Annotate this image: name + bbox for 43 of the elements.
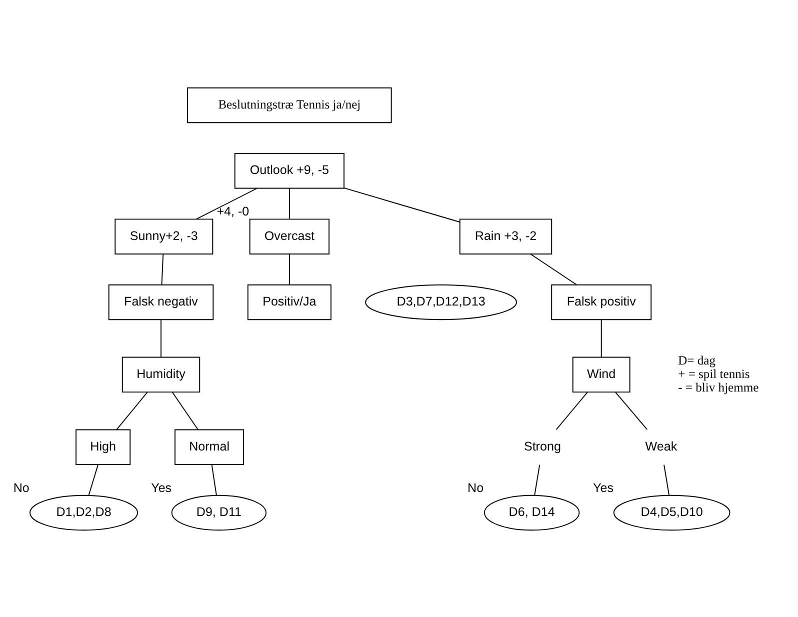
node-label: +4, -0 (216, 204, 250, 218)
node-box: Positiv/Ja (247, 284, 332, 320)
connector (600, 318, 602, 358)
node-box: Beslutningstræ Tennis ja/nej (187, 86, 392, 123)
node-text: Weak (645, 438, 678, 453)
node-label: No (13, 480, 30, 494)
node-box: Falsk positiv (551, 284, 652, 320)
label: - = bliv hjemme (678, 380, 759, 394)
label: D= dag (678, 352, 716, 367)
node-ellipse: D9, D11 (171, 494, 267, 530)
node-box: Rain +3, -2 (459, 218, 552, 254)
node-box: Outlook +9, -5 (234, 152, 344, 188)
connector (160, 318, 162, 358)
connector (615, 391, 648, 430)
connector (116, 391, 148, 430)
node-ellipse: D6, D14 (484, 494, 580, 530)
node-box: Sunny+2, -3 (114, 218, 214, 254)
node-ellipse: D3,D7,D12,D13 (365, 284, 517, 320)
node-label: Yes (151, 480, 172, 494)
node-box: Humidity (122, 356, 200, 392)
connector (534, 464, 540, 496)
connector (288, 188, 290, 219)
connector (664, 464, 670, 496)
node-box: Falsk negativ (108, 284, 214, 320)
node-ellipse: D4,D5,D10 (613, 494, 730, 530)
node-box: Overcast (249, 218, 330, 254)
connector (161, 253, 164, 284)
node-box: Normal (174, 428, 244, 464)
label: + = spil tennis (678, 366, 750, 380)
node-text: Strong (524, 438, 561, 453)
connector (530, 253, 578, 285)
node-label: No (468, 480, 484, 494)
connector (172, 391, 198, 430)
connector (196, 187, 258, 220)
connector (288, 253, 290, 284)
node-box: Wind (572, 356, 630, 392)
connector (211, 464, 217, 496)
node-box: High (76, 428, 131, 464)
connector (88, 464, 98, 496)
connector (344, 186, 460, 222)
node-label: Yes (593, 480, 614, 494)
node-ellipse: D1,D2,D8 (30, 494, 138, 530)
connector (556, 391, 588, 430)
